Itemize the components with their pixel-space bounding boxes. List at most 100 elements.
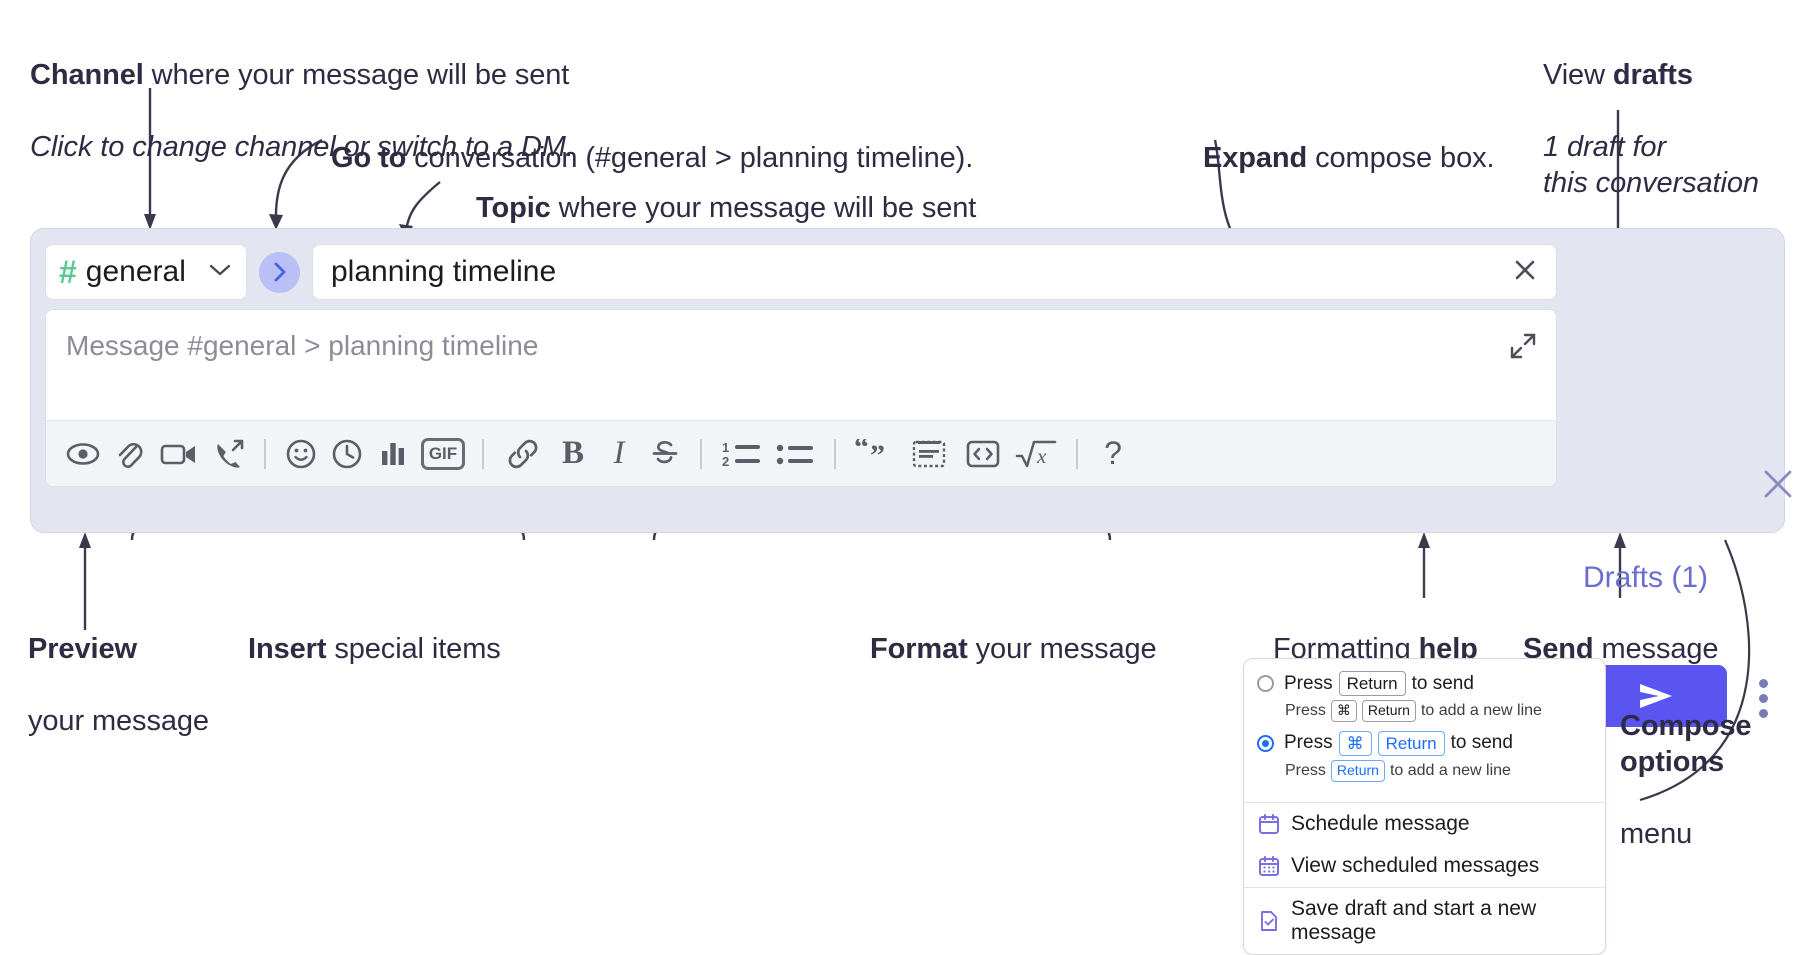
annotation-expand-rest: compose box. xyxy=(1307,141,1495,174)
video-camera-icon[interactable] xyxy=(152,431,206,477)
radio-return[interactable] xyxy=(1257,675,1274,693)
annotation-goto-bold: Go to xyxy=(331,141,407,174)
key-return-sub: Return xyxy=(1361,700,1416,722)
key-cmd: ⌘ xyxy=(1330,700,1357,722)
annotation-insert-rest: special items xyxy=(326,632,501,665)
annotation-expand: Expand compose box. xyxy=(1203,105,1495,177)
annotation-channel-bold: Channel xyxy=(30,58,144,91)
italic-icon[interactable]: I xyxy=(596,431,642,477)
paperclip-icon[interactable] xyxy=(106,431,152,477)
compose-options-menu: Press Return to send Press ⌘ Return to a… xyxy=(1243,658,1606,955)
annotation-goto-rest: conversation (#general > planning timeli… xyxy=(406,141,974,174)
menu-item-save-draft[interactable]: Save draft and start a new message xyxy=(1244,888,1605,954)
clear-topic-icon[interactable] xyxy=(1510,255,1540,290)
annotation-compose-options-rest: menu xyxy=(1620,817,1693,850)
annotation-format-bold: Format xyxy=(870,632,968,665)
radio-return-sub-pre: Press xyxy=(1285,702,1326,719)
compose-box: # general planning timeline Message #gen… xyxy=(30,228,1792,727)
drafts-link[interactable]: Drafts (1) xyxy=(1583,561,1709,594)
calendar-grid-icon xyxy=(1258,855,1280,877)
svg-text:”: ” xyxy=(870,439,885,469)
annotation-topic-bold: Topic xyxy=(476,191,551,224)
math-sqrt-icon[interactable]: x xyxy=(1010,431,1064,477)
expand-diagonal-icon[interactable] xyxy=(1508,331,1538,366)
clock-icon[interactable] xyxy=(324,431,370,477)
code-block-icon[interactable] xyxy=(902,431,956,477)
annotation-channel-italic: Click to change channel or switch to a D… xyxy=(30,130,574,163)
close-compose-icon[interactable] xyxy=(1761,467,1795,506)
chevron-right-icon xyxy=(274,262,285,282)
menu-item-schedule-message[interactable]: Schedule message xyxy=(1244,803,1605,845)
gif-label: GIF xyxy=(420,437,466,470)
bold-icon[interactable]: B xyxy=(550,431,596,477)
compose-inner: # general planning timeline Message #gen… xyxy=(45,244,1557,487)
annotation-topic: Topic where your message will be sent xyxy=(476,155,976,227)
bulleted-list-icon[interactable] xyxy=(768,431,822,477)
annotation-preview-bold: Preview xyxy=(28,632,137,665)
compose-header-row: # general planning timeline xyxy=(45,244,1557,300)
radio-cmd-return-sub: Press Return to add a new line xyxy=(1285,760,1592,782)
italic-label: I xyxy=(613,435,625,471)
bar-chart-icon[interactable] xyxy=(370,431,416,477)
svg-text:1: 1 xyxy=(722,440,729,455)
svg-text:“: “ xyxy=(854,439,869,464)
annotation-drafts-bold: drafts xyxy=(1612,58,1693,91)
annotation-goto: Go to conversation (#general > planning … xyxy=(331,105,973,177)
divider-3 xyxy=(700,438,702,469)
annotation-insert: Insert special items xyxy=(248,596,501,668)
bold-label: B xyxy=(561,435,584,471)
radio-return-pre: Press xyxy=(1284,672,1333,694)
channel-name: general xyxy=(85,255,186,288)
annotation-channel: Channel where your message will be sent … xyxy=(30,22,574,166)
gif-icon[interactable]: GIF xyxy=(416,431,470,477)
divider-2 xyxy=(482,438,484,469)
menu-item-save-draft-label: Save draft and start a new message xyxy=(1291,896,1537,944)
preview-icon[interactable] xyxy=(60,431,106,477)
send-shortcut-options: Press Return to send Press ⌘ Return to a… xyxy=(1244,659,1605,802)
link-icon[interactable] xyxy=(496,431,550,477)
radio-return-sub-post: to add a new line xyxy=(1420,702,1542,719)
radio-option-cmd-return[interactable]: Press ⌘ Return to send Press Return to a… xyxy=(1257,730,1592,782)
annotation-compose-options: Compose options menu xyxy=(1620,673,1752,853)
emoji-smiley-icon[interactable] xyxy=(278,431,324,477)
annotation-format: Format your message xyxy=(870,596,1157,668)
strikethrough-icon[interactable] xyxy=(642,431,688,477)
menu-divider-2 xyxy=(1244,886,1605,888)
help-label: ? xyxy=(1104,435,1122,471)
radio-cmd-return[interactable] xyxy=(1257,734,1274,752)
phone-arrow-icon[interactable] xyxy=(206,431,252,477)
calendar-clock-icon xyxy=(1258,813,1280,835)
annotation-insert-bold: Insert xyxy=(248,632,327,665)
chevron-down-icon xyxy=(209,263,231,282)
send-button[interactable] xyxy=(1583,665,1727,727)
hash-icon: # xyxy=(59,254,77,290)
key-cmd-2: ⌘ xyxy=(1338,730,1372,756)
divider-5 xyxy=(1076,438,1078,469)
blockquote-icon[interactable]: “” xyxy=(848,431,902,477)
radio-cmd-return-post: to send xyxy=(1450,732,1513,754)
inline-code-icon[interactable] xyxy=(956,431,1010,477)
annotation-preview-rest: your message xyxy=(28,704,209,737)
topic-value: planning timeline xyxy=(331,255,557,288)
more-options-vertical-icon[interactable] xyxy=(1759,679,1768,718)
help-question-icon[interactable]: ? xyxy=(1090,431,1136,477)
key-return-sub-2: Return xyxy=(1330,760,1385,782)
radio-option-return[interactable]: Press Return to send Press ⌘ Return to a… xyxy=(1257,671,1592,722)
annotation-expand-bold: Expand xyxy=(1203,141,1308,174)
channel-selector[interactable]: # general xyxy=(45,244,247,300)
goto-conversation-button[interactable] xyxy=(259,251,300,293)
annotation-compose-options-bold: Compose options xyxy=(1620,709,1752,778)
svg-text:2: 2 xyxy=(722,454,729,469)
annotation-preview: Preview your message xyxy=(28,596,209,740)
annotation-drafts-pre: View xyxy=(1543,58,1613,91)
radio-cmd-return-sub-post: to add a new line xyxy=(1389,761,1511,779)
annotation-topic-rest: where your message will be sent xyxy=(550,191,977,224)
message-input-area[interactable]: Message #general > planning timeline xyxy=(45,309,1557,487)
radio-cmd-return-sub-pre: Press xyxy=(1285,761,1326,779)
annotation-send-rest: message xyxy=(1593,632,1719,665)
menu-item-view-scheduled[interactable]: View scheduled messages xyxy=(1244,845,1605,887)
radio-cmd-return-main: Press ⌘ Return to send xyxy=(1284,730,1513,756)
annotation-drafts-italic: 1 draft for this conversation xyxy=(1543,130,1759,199)
topic-input[interactable]: planning timeline xyxy=(312,244,1557,300)
